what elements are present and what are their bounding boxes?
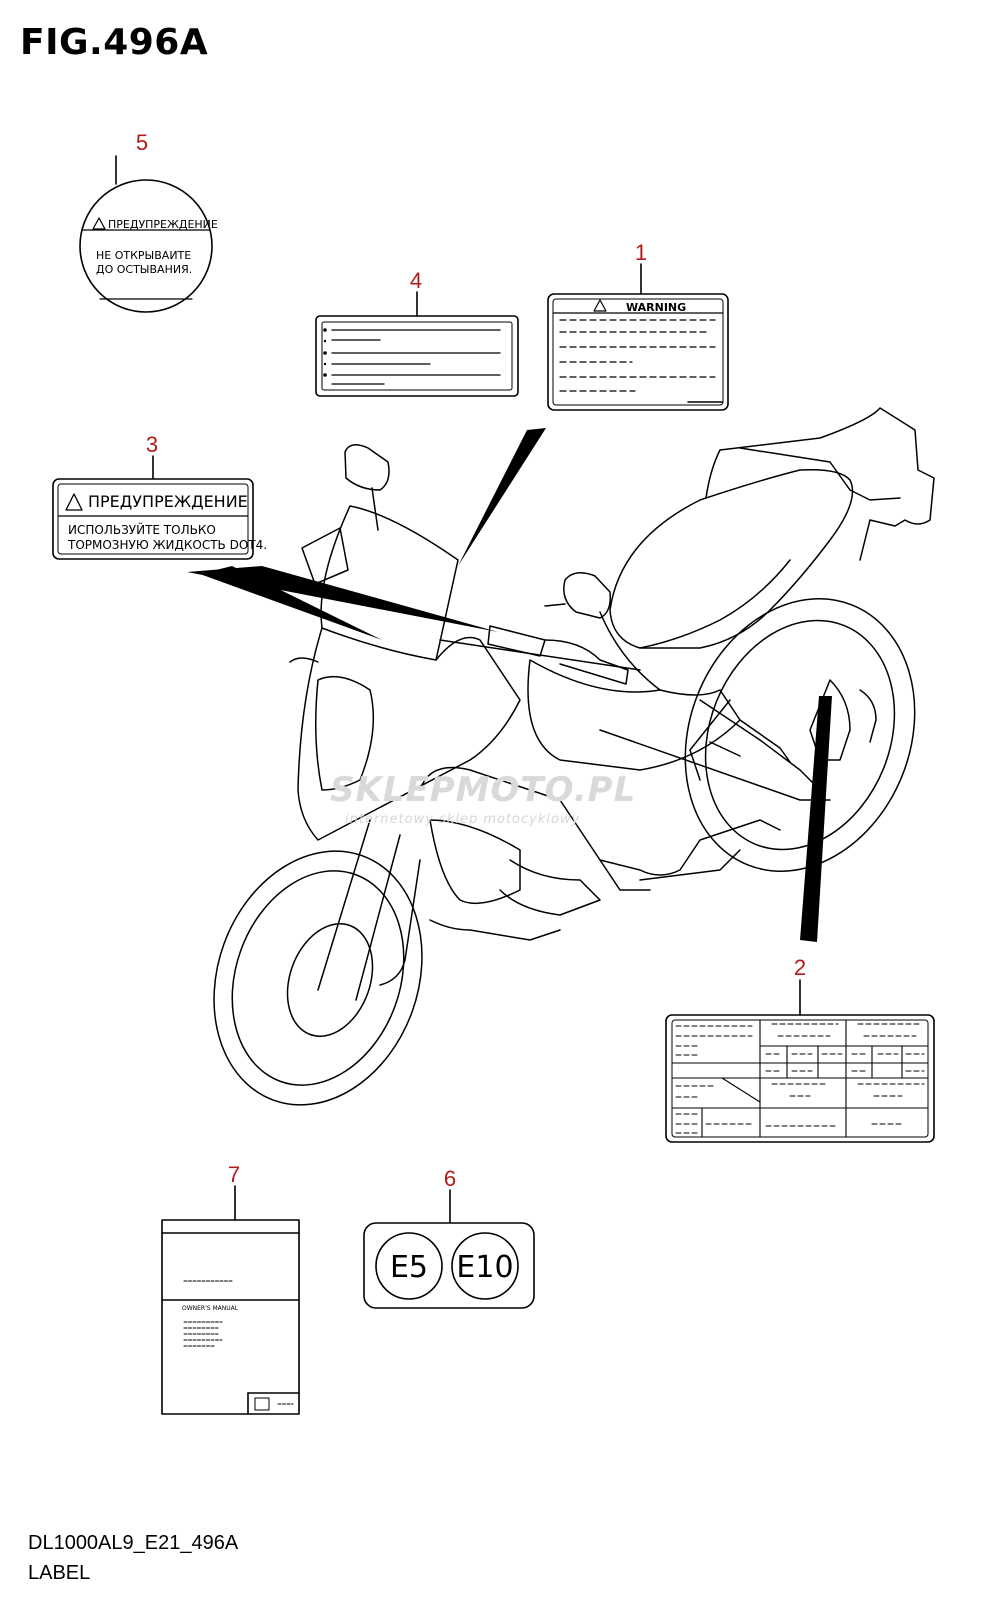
round-warning-label bbox=[79, 179, 213, 313]
warning-triangle-icon bbox=[593, 299, 607, 312]
brake-fluid-label-frame bbox=[52, 478, 254, 560]
brake-label-line2: ТОРМОЗНУЮ ЖИДКОСТЬ DOT4. bbox=[67, 538, 267, 552]
fuel-label-frame bbox=[363, 1222, 535, 1309]
pointer-wedge-3b bbox=[200, 566, 382, 640]
round-label-heading: ПРЕДУПРЕЖДЕНИЕ bbox=[108, 218, 218, 231]
figure-title: FIG.496A bbox=[20, 22, 209, 63]
round-label-line1: НЕ ОТКРЫВАИТЕ bbox=[96, 249, 191, 262]
callout-3: 3 bbox=[145, 432, 159, 457]
figure-code: DL1000AL9_E21_496A bbox=[28, 1532, 239, 1554]
callout-1: 1 bbox=[634, 240, 648, 265]
manual-title: OWNER'S MANUAL bbox=[182, 1305, 239, 1312]
fuel-label-e5: E5 bbox=[390, 1250, 428, 1285]
watermark-brand: SKLEPMOTO.PL bbox=[330, 770, 637, 810]
callout-4: 4 bbox=[409, 268, 423, 293]
brake-label-heading: ПРЕДУПРЕЖДЕНИЕ bbox=[88, 492, 248, 511]
callout-5: 5 bbox=[135, 130, 149, 155]
figure-name: LABEL bbox=[28, 1562, 91, 1584]
warning-triangle-icon bbox=[65, 493, 83, 511]
e5-badge bbox=[375, 1232, 443, 1300]
watermark-tagline: internetowy sklep motocyklowy bbox=[345, 812, 581, 827]
warning-triangle-icon bbox=[92, 217, 106, 230]
warning-label-frame bbox=[547, 293, 729, 411]
e10-badge bbox=[451, 1232, 519, 1300]
callout-7: 7 bbox=[227, 1162, 241, 1187]
brake-label-line1: ИСПОЛЬЗУЙТЕ ТОЛЬКО bbox=[68, 522, 216, 537]
round-label-line2: ДО ОСТЫВАНИЯ. bbox=[96, 263, 192, 276]
motorcycle-outline bbox=[213, 407, 935, 1106]
callout-6: 6 bbox=[443, 1166, 457, 1191]
pointer-wedge-1 bbox=[458, 428, 546, 566]
suzuki-logo-icon bbox=[254, 1397, 270, 1411]
pointer-wedge-2 bbox=[800, 696, 832, 942]
warning-label-heading: WARNING bbox=[626, 301, 686, 314]
callout-2: 2 bbox=[793, 955, 807, 980]
fuel-label-e10: E10 bbox=[456, 1250, 513, 1285]
label-4-frame bbox=[315, 315, 519, 397]
spec-label-frame bbox=[665, 1014, 935, 1143]
owners-manual bbox=[161, 1219, 300, 1415]
